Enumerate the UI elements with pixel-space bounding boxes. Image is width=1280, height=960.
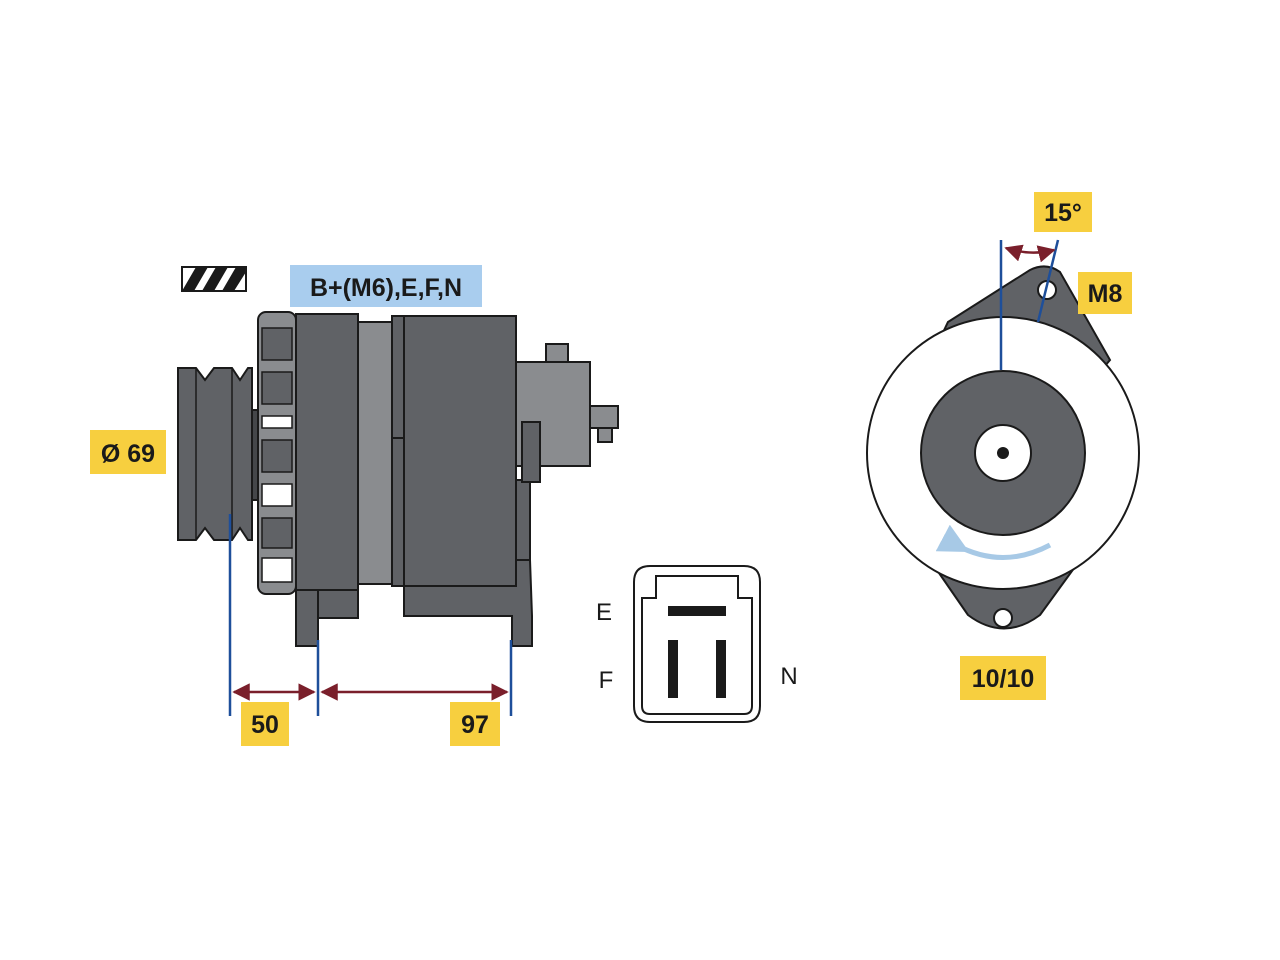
bolt-text: M8 (1088, 280, 1123, 308)
angle-arrow (1004, 244, 1056, 263)
pin-n-label: N (780, 663, 797, 690)
front-shield (257, 311, 297, 595)
terminal-label: B+(M6),E,F,N (290, 265, 482, 307)
pulley-diameter-text: Ø 69 (101, 440, 155, 468)
alternator-side-view (177, 311, 619, 716)
stripes-icon (181, 266, 247, 292)
counter-clockwise-arrow-icon (935, 524, 1052, 560)
clock-text: 10/10 (972, 665, 1035, 693)
dim-97-label: 97 (450, 702, 500, 746)
alternator-front-view (866, 239, 1140, 630)
pulley (177, 367, 265, 541)
rear-regulator (515, 343, 619, 483)
pin-e-terminal (668, 606, 726, 616)
terminal-label-text: B+(M6),E,F,N (310, 274, 462, 302)
pulley-diameter-label: Ø 69 (90, 430, 166, 474)
housing (295, 313, 533, 647)
mount-hole-bottom (993, 608, 1013, 628)
pin-f-label: F (599, 667, 614, 694)
pin-f-terminal (668, 640, 678, 698)
pin-e-label: E (596, 599, 612, 626)
clock-label: 10/10 (960, 656, 1046, 700)
connector-plug (633, 565, 761, 723)
dim-50-label: 50 (241, 702, 289, 746)
dim-97-text: 97 (461, 711, 489, 739)
dim-50-text: 50 (251, 711, 279, 739)
pin-n-terminal (716, 640, 726, 698)
bolt-label: M8 (1078, 272, 1132, 314)
angle-text: 15° (1044, 199, 1082, 227)
angle-label: 15° (1034, 192, 1092, 232)
